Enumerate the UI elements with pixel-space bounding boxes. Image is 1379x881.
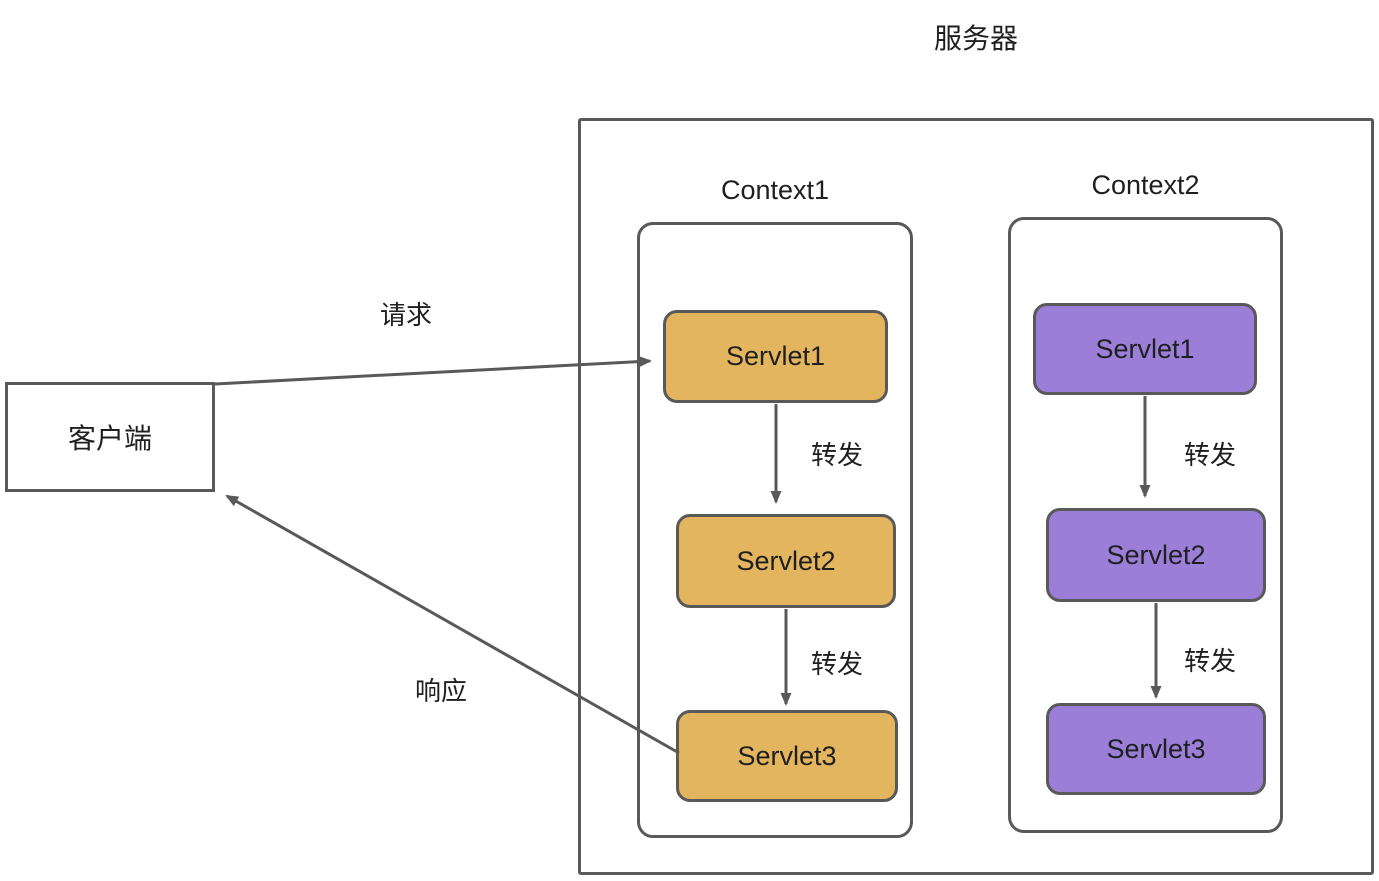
context1-servlet2-box: Servlet2 xyxy=(676,514,896,608)
context1-servlet1-box: Servlet1 xyxy=(663,310,888,403)
response-label: 响应 xyxy=(415,676,468,706)
context2-servlet2-box: Servlet2 xyxy=(1046,508,1266,602)
context1-title: Context1 xyxy=(720,175,830,205)
context2-forward-label-1: 转发 xyxy=(1184,440,1237,470)
context2-forward-label-2: 转发 xyxy=(1184,646,1237,676)
request-label: 请求 xyxy=(380,300,433,330)
context1-forward-label-2: 转发 xyxy=(811,649,864,679)
context2-servlet3-box: Servlet3 xyxy=(1046,703,1266,795)
server-title: 服务器 xyxy=(933,23,1018,54)
context1-forward-label-1: 转发 xyxy=(811,440,864,470)
context2-title: Context2 xyxy=(1091,170,1200,200)
client-box: 客户端 xyxy=(5,382,215,492)
context1-servlet3-box: Servlet3 xyxy=(676,710,898,802)
context2-servlet1-box: Servlet1 xyxy=(1033,303,1257,395)
